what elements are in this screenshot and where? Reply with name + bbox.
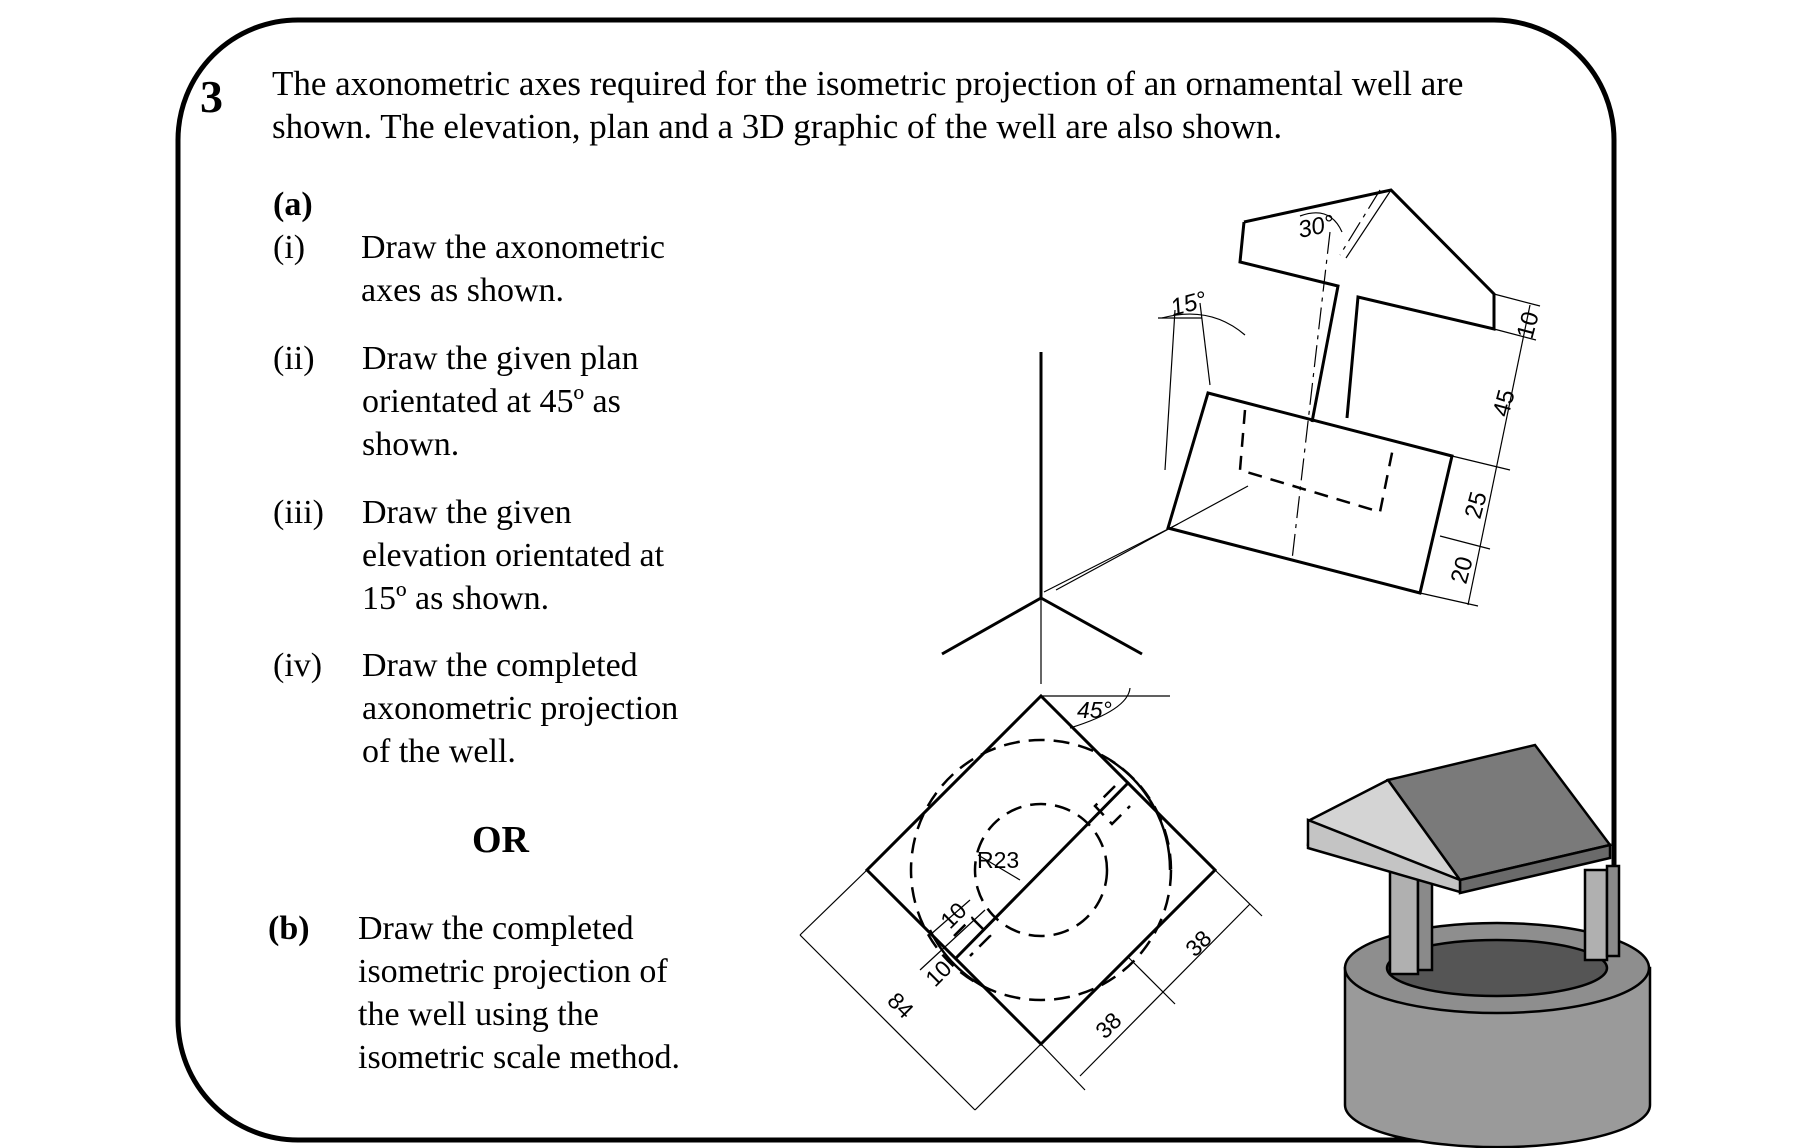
item-iii-line: Draw the given: [362, 494, 572, 531]
part-b-line: Draw the completed: [358, 910, 634, 947]
question-number: 3: [200, 71, 223, 122]
item-ii-line: shown.: [362, 426, 460, 463]
item-i-text: Draw the axonometric axes as shown.: [361, 226, 665, 312]
item-iii-line: 15º as shown.: [362, 580, 550, 617]
elevation-centre-lines: [1291, 189, 1381, 561]
or-label: OR: [472, 819, 529, 861]
part-a-label: (a): [273, 186, 313, 223]
plan-arcs: [928, 758, 1172, 992]
elevation-dim-45: 45: [1488, 387, 1521, 420]
plan-angle-45: 45°: [1077, 697, 1112, 723]
question-intro: The axonometric axes required for the is…: [272, 62, 1463, 148]
item-i-line: Draw the axonometric: [361, 229, 665, 266]
well-3d-graphic: [1306, 743, 1652, 1148]
elevation-angle-15: 15°: [1168, 286, 1210, 322]
question-border: [175, 17, 1617, 1143]
item-iii-line: elevation orientated at: [362, 537, 665, 574]
elevation-view: [1166, 188, 1496, 595]
plan-dim-38-lower: 38: [1090, 1007, 1126, 1043]
item-iv-line: Draw the completed: [362, 647, 638, 684]
plan-dim-labels: 45° R23 10 10 84 38 38: [882, 697, 1216, 1044]
item-iv-text: Draw the completed axonometric projectio…: [362, 644, 678, 773]
axonometric-axes: [941, 352, 1143, 656]
part-b-line: isometric scale method.: [358, 1039, 680, 1076]
item-i-number: (i): [273, 229, 306, 266]
item-iv-line: of the well.: [362, 733, 516, 770]
item-ii-number: (ii): [273, 340, 315, 377]
elevation-dim-20: 20: [1446, 554, 1479, 587]
part-b-line: the well using the: [358, 996, 599, 1033]
plan-dimensions: [799, 687, 1263, 1111]
elevation-dimensions: [1158, 189, 1541, 607]
item-iii-text: Draw the given elevation orientated at 1…: [362, 491, 664, 620]
intro-line-1: The axonometric axes required for the is…: [272, 64, 1464, 103]
item-i-line: axes as shown.: [361, 272, 565, 309]
item-ii-text: Draw the given plan orientated at 45º as…: [362, 337, 639, 466]
elevation-dim-10: 10: [1512, 309, 1545, 342]
item-iv-number: (iv): [273, 647, 323, 684]
elevation-dim-25: 25: [1460, 489, 1493, 522]
plan-dim-38-right: 38: [1180, 925, 1216, 961]
projector-lines: [1040, 485, 1249, 684]
part-b-text: Draw the completed isometric projection …: [358, 907, 680, 1079]
item-iii-number: (iii): [273, 494, 324, 531]
intro-line-2: shown. The elevation, plan and a 3D grap…: [272, 107, 1283, 146]
part-b-label: (b): [268, 910, 310, 947]
elevation-hidden-lines: [1238, 409, 1395, 514]
part-b-line: isometric projection of: [358, 953, 668, 990]
plan-dim-84: 84: [882, 987, 919, 1024]
item-iv-line: axonometric projection: [362, 690, 679, 727]
item-ii-line: Draw the given plan: [362, 340, 639, 377]
plan-radius: R23: [977, 847, 1019, 873]
item-ii-line: orientated at 45º as: [362, 383, 621, 420]
